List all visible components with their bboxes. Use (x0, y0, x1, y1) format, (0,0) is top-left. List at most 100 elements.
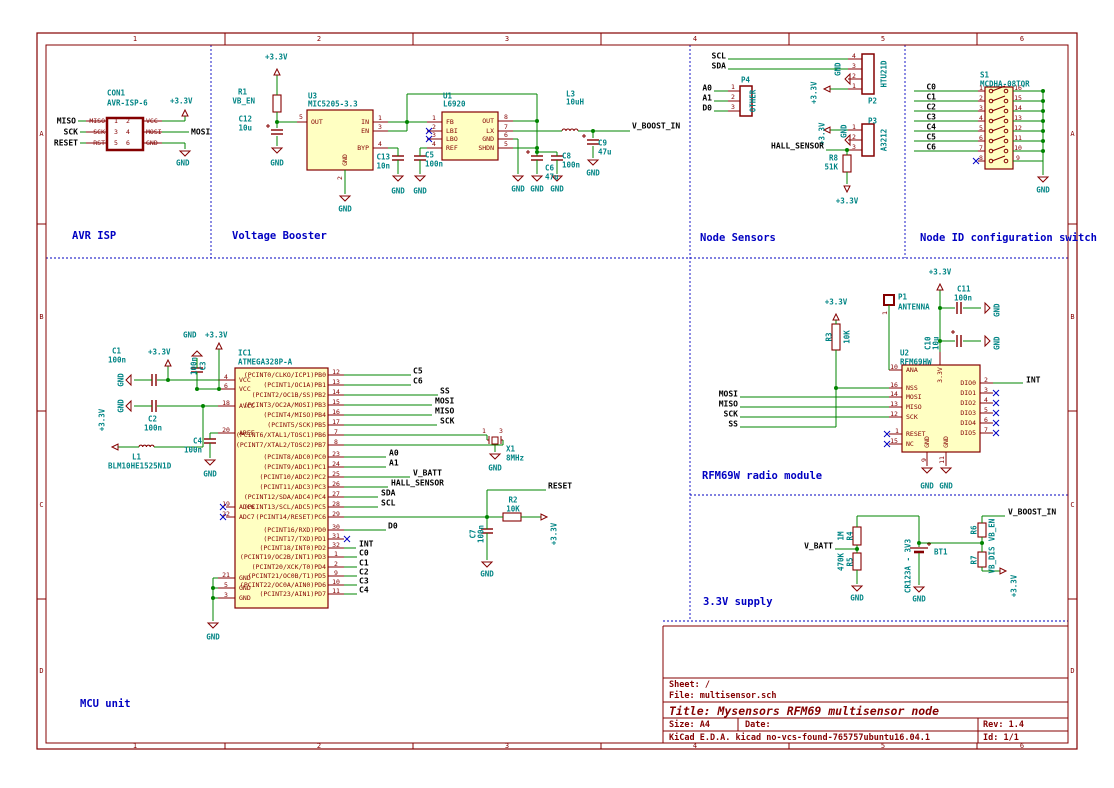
section-label: MCU unit (80, 698, 131, 710)
resistor-symbol[interactable] (842, 154, 852, 173)
net-label[interactable]: C0 (359, 549, 369, 558)
net-label[interactable]: C0 (926, 83, 936, 92)
gnd-symbol (912, 586, 926, 593)
junction-dot (1041, 139, 1045, 143)
pin-text: (PCINT13/SCL/ADC5)PC5 (244, 503, 326, 511)
component-value: GND (530, 185, 544, 194)
component-value: VB_EN (988, 518, 997, 541)
net-label[interactable]: MOSI (191, 128, 210, 137)
net-label[interactable]: INT (359, 540, 374, 549)
component-value: GND (586, 169, 600, 178)
net-label[interactable]: SCK (64, 128, 79, 137)
net-label[interactable]: V_BATT (413, 469, 442, 478)
connector-body[interactable] (491, 436, 499, 445)
net-label[interactable]: RESET (548, 482, 572, 491)
pin-text: 2 (979, 94, 983, 102)
net-label[interactable]: SCL (712, 52, 727, 61)
net-label[interactable]: SDA (712, 62, 727, 71)
net-label[interactable]: RESET (54, 139, 78, 148)
net-label[interactable]: C2 (926, 103, 936, 112)
net-label[interactable]: C3 (926, 113, 936, 122)
pin-text: (PCINT11/ADC3)PC3 (259, 483, 326, 491)
component-value: 10K (506, 505, 520, 514)
connector-body[interactable] (861, 123, 875, 157)
component-value: +3.3V (148, 348, 171, 357)
net-label[interactable]: HALL_SENSOR (391, 479, 444, 488)
no-connect-x (425, 135, 433, 143)
pin-text: 1 (378, 114, 382, 122)
connector-body[interactable] (861, 53, 875, 95)
pin-text: 23 (332, 450, 340, 458)
component-value: 100n (477, 525, 486, 543)
net-label[interactable]: MISO (719, 400, 738, 409)
pin-text: 16 (332, 408, 340, 416)
component-body[interactable] (901, 364, 981, 453)
component-value: +3.3V (818, 122, 827, 145)
net-label[interactable]: INT (1026, 376, 1041, 385)
inductor-symbol[interactable] (138, 444, 155, 448)
net-label[interactable]: C4 (926, 123, 936, 132)
frame-row-label: D (39, 667, 43, 675)
connector-body[interactable] (739, 85, 753, 117)
junction-dot (845, 148, 849, 152)
pin-text: 3 (499, 427, 503, 435)
resistor-symbol[interactable] (977, 551, 987, 568)
frame-row-label: C (1070, 501, 1074, 509)
net-label[interactable]: C5 (926, 133, 936, 142)
net-label[interactable]: A1 (389, 459, 399, 468)
resistor-symbol[interactable] (502, 512, 522, 522)
component-value: 100n (108, 356, 126, 365)
net-label[interactable]: A0 (389, 449, 399, 458)
net-label[interactable]: A0 (702, 84, 712, 93)
gnd-symbol (270, 147, 284, 154)
net-label[interactable]: SDA (381, 489, 396, 498)
net-label[interactable]: C5 (413, 367, 423, 376)
inductor-symbol[interactable] (561, 128, 579, 132)
dip-contact (1003, 158, 1009, 164)
power-arrow-symbol (181, 108, 189, 117)
net-label[interactable]: SCK (724, 410, 739, 419)
connector-body[interactable] (883, 294, 895, 306)
dip-rocker (991, 95, 1006, 102)
connector-body[interactable] (105, 116, 145, 152)
net-label[interactable]: C3 (359, 577, 369, 586)
component-body[interactable] (306, 109, 374, 171)
component-body[interactable] (441, 111, 499, 161)
gnd-symbol (530, 175, 544, 182)
pin-text: 2 (984, 376, 988, 384)
pin-text: 2 (852, 133, 856, 141)
net-label[interactable]: V_BOOST_IN (1008, 508, 1056, 517)
net-label[interactable]: C1 (359, 559, 369, 568)
net-label[interactable]: V_BATT (804, 542, 833, 551)
component-value: +3.3V (265, 53, 288, 62)
net-label[interactable]: MISO (57, 117, 76, 126)
pin-text: NC (906, 440, 914, 448)
net-label[interactable]: C6 (926, 143, 936, 152)
gnd-symbol (338, 195, 352, 202)
pin-text: 17 (332, 418, 340, 426)
net-label[interactable]: C4 (359, 586, 369, 595)
component-value: R2 (508, 496, 517, 505)
net-label[interactable]: A1 (702, 94, 712, 103)
net-label[interactable]: SCL (381, 499, 396, 508)
component-value: C2 (148, 415, 157, 424)
resistor-symbol[interactable] (977, 522, 987, 538)
resistor-symbol[interactable] (272, 94, 282, 113)
net-label[interactable]: SS (440, 387, 450, 396)
net-label[interactable]: C6 (413, 377, 423, 386)
net-label[interactable]: HALL_SENSOR (771, 142, 824, 151)
net-label[interactable]: C2 (359, 568, 369, 577)
net-label[interactable]: C1 (926, 93, 936, 102)
net-label[interactable]: V_BOOST_IN (632, 122, 680, 131)
component-body[interactable] (234, 367, 329, 609)
pin-text: 3 (852, 143, 856, 151)
net-label[interactable]: SCK (440, 417, 455, 426)
net-label[interactable]: MOSI (719, 390, 738, 399)
net-label[interactable]: MOSI (435, 397, 454, 406)
net-label[interactable]: MISO (435, 407, 454, 416)
net-label[interactable]: D0 (702, 104, 712, 113)
net-label[interactable]: D0 (388, 522, 398, 531)
net-label[interactable]: SS (728, 420, 738, 429)
pin-text: ADC7 (239, 513, 255, 521)
